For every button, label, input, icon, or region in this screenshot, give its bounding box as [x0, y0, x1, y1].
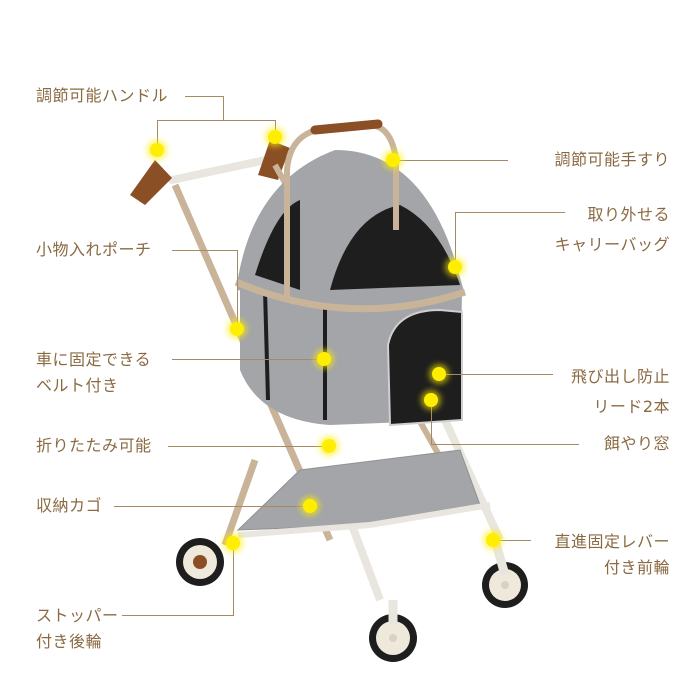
leader-handle-h2	[157, 120, 276, 121]
leader-fold	[168, 446, 328, 447]
hotspot-carrier[interactable]	[448, 260, 462, 274]
hotspot-handle-right[interactable]	[268, 130, 282, 144]
hotspot-pouch[interactable]	[230, 322, 244, 336]
leader-leash	[440, 374, 553, 375]
hotspot-basket[interactable]	[303, 499, 317, 513]
leader-belt	[172, 359, 324, 360]
label-accessory-pouch: 小物入れポーチ	[36, 240, 152, 259]
hotspot-rear-wheel[interactable]	[226, 536, 240, 550]
canopy-mesh	[330, 205, 460, 290]
label-foldable: 折りたたみ可能	[36, 436, 152, 455]
label-feeding-window: 餌やり窓	[603, 434, 670, 453]
leader-front-wheel	[497, 540, 531, 541]
label-anti-escape-leash: 飛び出し防止 リード2本	[570, 367, 670, 416]
label-adjustable-armrest: 調節可能手すり	[554, 150, 670, 169]
leader-feed-h	[431, 444, 579, 445]
label-adjustable-handle: 調節可能ハンドル	[36, 86, 169, 105]
rear-left-wheel	[176, 538, 224, 586]
leader-pouch-h	[172, 250, 237, 251]
front-center-wheel	[369, 614, 417, 662]
label-rear-wheel-brake: ストッパー 付き後輪	[36, 606, 119, 651]
leader-rear-h	[122, 615, 234, 616]
hotspot-armrest[interactable]	[386, 153, 400, 167]
front-right-wheel	[482, 562, 528, 608]
leader-armrest	[393, 160, 508, 161]
right-grip	[258, 140, 290, 180]
leader-rear-v	[233, 545, 234, 615]
storage-basket-shape	[236, 449, 481, 531]
label-front-wheel-lock: 直進固定レバー 付き前輪	[554, 532, 670, 577]
label-removable-carrier: 取り外せる キャリーバッグ	[554, 205, 670, 254]
mesh-window	[386, 308, 463, 427]
leader-feed-v	[431, 400, 432, 444]
leader-handle-v2	[157, 120, 158, 150]
hotspot-leash[interactable]	[432, 367, 446, 381]
hotspot-handle-left[interactable]	[150, 143, 164, 157]
hotspot-fold[interactable]	[322, 439, 336, 453]
leader-handle-v3	[275, 120, 276, 137]
leader-basket	[114, 506, 310, 507]
hotspot-front-wheel[interactable]	[486, 533, 500, 547]
leader-handle-v1	[223, 96, 224, 121]
label-storage-basket: 収納カゴ	[36, 496, 103, 515]
leader-carrier-h	[455, 212, 565, 213]
leader-handle-h1	[185, 96, 223, 97]
leader-carrier-v	[455, 212, 456, 267]
label-car-seat-belt: 車に固定できる ベルト付き	[36, 350, 152, 395]
hotspot-belt[interactable]	[317, 352, 331, 366]
left-grip	[130, 160, 172, 205]
hotspot-feed-window[interactable]	[424, 393, 438, 407]
leader-pouch-v	[237, 250, 238, 328]
